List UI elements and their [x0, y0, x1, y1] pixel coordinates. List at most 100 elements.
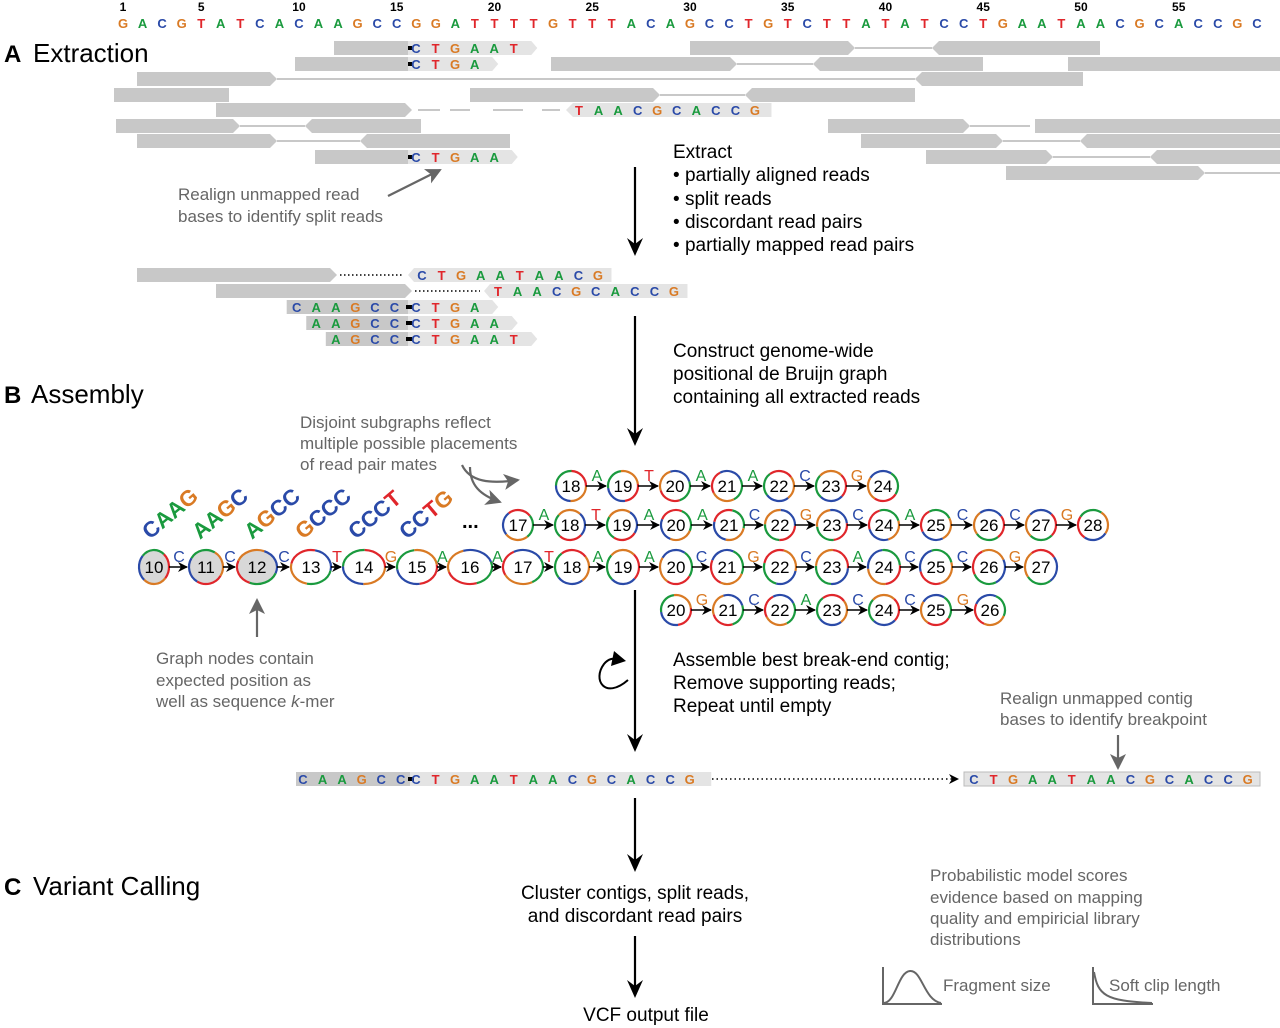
breakpoint-marker — [408, 46, 412, 50]
read-base: T — [432, 316, 440, 331]
graph-node: 22 — [763, 508, 797, 542]
graph-node-label: 27 — [1032, 558, 1051, 577]
graph-edge-label: T — [644, 468, 654, 485]
section-c-letter: C — [4, 874, 21, 901]
graph-edge-label: A — [748, 468, 759, 485]
contig-base: C — [377, 772, 387, 787]
graph-node-label: 23 — [823, 558, 842, 577]
aligned-read — [1035, 119, 1280, 133]
construct-step-line2: positional de Bruijn graph — [673, 364, 887, 385]
graph-edge-label: C — [904, 592, 916, 609]
graph-node-label: 19 — [614, 558, 633, 577]
aligned-read — [334, 41, 410, 55]
graph-node-label: 13 — [302, 558, 321, 577]
graph-node-label: 26 — [980, 516, 999, 535]
realign-read-arrow — [387, 169, 442, 197]
reference-base: T — [530, 16, 538, 31]
read-base: A — [490, 332, 500, 347]
contig-base: G — [685, 772, 695, 787]
graph-edge-label: G — [851, 468, 863, 485]
graph-node: 12 — [235, 548, 279, 586]
position-label: 10 — [292, 0, 306, 14]
reference-base: G — [763, 16, 773, 31]
read-base: C — [672, 103, 682, 118]
position-label: 30 — [683, 0, 697, 14]
realigned-base: G — [1008, 772, 1018, 787]
read-base: A — [496, 268, 506, 283]
graph-node: 14 — [341, 548, 387, 586]
reference-base: C — [392, 16, 402, 31]
unmapped-mate-read — [484, 284, 688, 298]
aligned-read — [116, 119, 240, 133]
realigned-base: C — [1204, 772, 1214, 787]
graph-edge-label: A — [697, 507, 708, 524]
disjoint-note-line3: of read pair mates — [300, 455, 437, 474]
graph-node: 22 — [763, 593, 797, 627]
section-b-title: B Assembly — [4, 379, 144, 409]
breakpoint-note-line2: bases to identify breakpoint — [1000, 710, 1207, 729]
read-base: T — [510, 332, 518, 347]
reference-base: C — [1115, 16, 1125, 31]
graph-node: 21 — [709, 548, 745, 586]
reference-base: C — [255, 16, 265, 31]
reference-base: A — [314, 16, 324, 31]
read-base: G — [450, 332, 460, 347]
graph-node: 26 — [971, 548, 1007, 586]
read-base: A — [611, 284, 621, 299]
realigned-base: A — [1028, 772, 1038, 787]
read-base: C — [574, 268, 584, 283]
reference-base: C — [1194, 16, 1204, 31]
graph-node-label: 14 — [355, 558, 374, 577]
graph-edge-label: G — [696, 592, 708, 609]
reference-base: A — [861, 16, 871, 31]
reference-base: C — [803, 16, 813, 31]
graph-node-label: 21 — [718, 558, 737, 577]
graph-node-label: 11 — [197, 558, 215, 577]
graph-node-label: 24 — [875, 558, 894, 577]
graph-node: 24 — [866, 548, 902, 586]
read-base: A — [535, 268, 545, 283]
graph-node: 22 — [762, 548, 798, 586]
graph-edge-label: C — [748, 592, 760, 609]
graph-node: 19 — [606, 469, 640, 503]
repeat-loop-arrowhead — [611, 651, 626, 666]
node-note-line3: well as sequence k-mer — [155, 692, 335, 711]
graph-node-label: 21 — [719, 601, 738, 620]
position-label: 50 — [1074, 0, 1088, 14]
graph-edge-label: A — [592, 468, 603, 485]
realigned-base: T — [1068, 772, 1076, 787]
read-base: A — [470, 316, 480, 331]
fragment-size-label: Fragment size — [943, 976, 1051, 995]
flow-arrowhead-construct — [627, 428, 643, 446]
graph-edge-label: A — [696, 468, 707, 485]
graph-node: 23 — [815, 508, 849, 542]
soft-clip-axes — [1092, 967, 1153, 1005]
anchored-bases — [286, 300, 408, 314]
graph-node-label: 27 — [1032, 516, 1051, 535]
reference-base: C — [724, 16, 734, 31]
realigned-base: C — [1165, 772, 1175, 787]
graph-node-label: 25 — [927, 516, 946, 535]
aligned-read — [813, 57, 983, 71]
assemble-step-line1: Assemble best break-end contig; — [673, 650, 950, 671]
model-note-line1: Probabilistic model scores — [930, 866, 1127, 885]
aligned-read — [926, 150, 1053, 164]
read-base: A — [513, 284, 523, 299]
graph-node: 18 — [553, 508, 587, 542]
graph-node-label: 23 — [823, 601, 842, 620]
realigned-base: C — [1126, 772, 1136, 787]
breakpoint-marker — [406, 337, 412, 341]
graph-node-label: 21 — [718, 477, 737, 496]
graph-edge-label: C — [799, 468, 811, 485]
graph-node: 24 — [866, 469, 900, 503]
soft-clip-length-distribution: Soft clip length — [1092, 967, 1221, 1005]
read-base: T — [516, 268, 524, 283]
soft-clip-curve — [1093, 971, 1153, 1004]
graph-node: 19 — [605, 508, 639, 542]
read-base: G — [350, 316, 360, 331]
read-base: A — [470, 150, 480, 165]
graph-node: 20 — [658, 548, 694, 586]
aligned-read — [1006, 166, 1205, 180]
reference-base: C — [157, 16, 167, 31]
